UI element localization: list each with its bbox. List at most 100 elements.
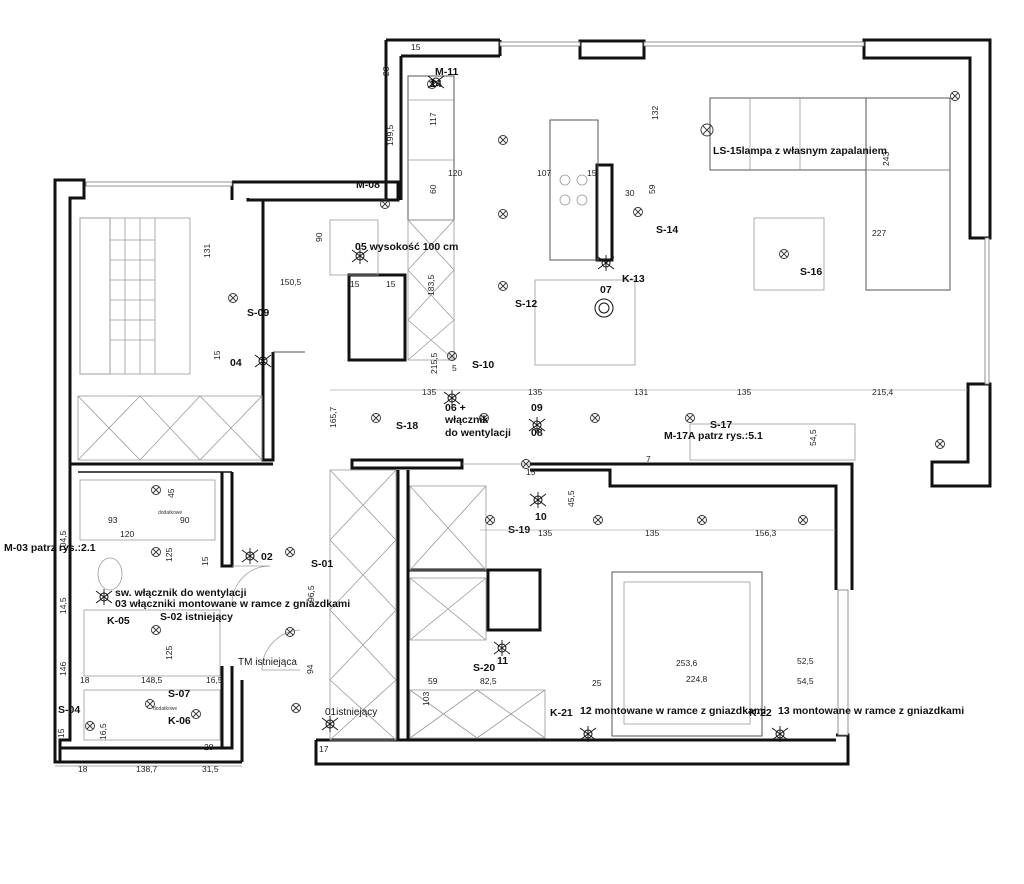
ceiling-light-icon: [151, 547, 161, 557]
wall-lower-left: [396, 470, 410, 742]
dim: 60: [428, 184, 438, 194]
hall-wardrobe: [329, 469, 397, 741]
bed-1-head: [79, 217, 111, 375]
bathtub: [83, 609, 221, 677]
label-k06: K-06: [168, 715, 191, 727]
wall-bath-right: [220, 472, 234, 568]
bed-1: [79, 217, 191, 375]
wall-top-right: [862, 38, 992, 240]
label-k21: K-21: [550, 707, 573, 719]
kitchen-lower-cabinets: [407, 219, 455, 361]
dim: 125: [164, 548, 174, 562]
wall-right-lower: [930, 382, 992, 488]
sofa-lines: [749, 98, 950, 171]
label-k13: K-13: [622, 273, 645, 285]
wall-mid-a: [350, 458, 464, 470]
label-11: 11: [497, 655, 508, 667]
sofa-back: [709, 97, 951, 171]
dim: 18: [80, 675, 90, 685]
window-top-a: [499, 41, 581, 47]
dim: 156,3: [755, 528, 777, 538]
bed-1-grid-h: [110, 239, 155, 341]
dim: 117: [428, 112, 438, 126]
dim: 54,5: [808, 429, 818, 446]
wardrobe-bed2-top-x: [409, 485, 487, 571]
dim: 138,7: [136, 764, 158, 774]
label-09: 09: [531, 402, 543, 414]
wardrobe-bed2-mid: [409, 577, 487, 641]
dim: 135: [737, 387, 751, 397]
ceiling-light-icon: [633, 207, 643, 217]
door-bath: [231, 565, 271, 605]
label-m03: M-03 patrz rys.:2.1: [4, 542, 96, 554]
wall-top-left: [232, 180, 400, 202]
wall-mid-b: [530, 462, 854, 590]
dim: 215,4: [872, 387, 894, 397]
dim: 135: [538, 528, 552, 538]
label-07: 07: [600, 284, 612, 296]
furniture: [77, 75, 951, 741]
toilet: [97, 557, 123, 591]
kitchen-tall-div: [408, 99, 454, 161]
sofa-chaise: [865, 97, 951, 291]
dim: 165,7: [328, 406, 338, 428]
dim: 5: [452, 363, 457, 373]
label-tm: TM istniejąca: [238, 657, 297, 668]
label-dodatkowe-a: dodatkowe: [158, 510, 182, 516]
hob-4: [576, 194, 588, 206]
switch-icon: [529, 492, 547, 508]
label-01: 01istniejący: [325, 707, 377, 718]
dim: 30: [625, 188, 635, 198]
ceiling-light-icon: [498, 135, 508, 145]
label-ls15: LS-15lampa z własnym zapalaniem: [713, 145, 887, 157]
wardrobe-bed2-top: [409, 485, 487, 571]
dimensions: 15 23 199,5 117 120 60 132 107 15 30 59 …: [55, 42, 968, 774]
dim: 23: [381, 66, 391, 76]
ceiling-light-icon: [498, 209, 508, 219]
windows: [85, 41, 990, 736]
label-14: 14: [430, 78, 442, 90]
bath-vanity: [79, 479, 216, 541]
label-02: 02: [261, 551, 273, 563]
switch-icon: [771, 726, 789, 742]
dim: 135: [528, 387, 542, 397]
switch-icon: [321, 716, 339, 732]
dim: 90: [180, 515, 190, 525]
ceiling-light-icon: [151, 625, 161, 635]
wall-mid-c: [530, 468, 838, 590]
window-right: [984, 237, 990, 385]
dim: 15: [200, 556, 210, 566]
switch-icon: [95, 589, 113, 605]
dim: 132: [650, 106, 660, 120]
ceiling-light-icon: [779, 249, 789, 259]
kitchen-tall-cabinets: [407, 75, 455, 221]
ceiling-light-icon: [485, 515, 495, 525]
walls: [53, 38, 992, 766]
label-s04: S-04: [58, 704, 80, 716]
ceiling-light-icon: [798, 515, 808, 525]
dim: 93: [108, 515, 118, 525]
dim: 131: [634, 387, 648, 397]
wall-bed-right: [261, 200, 275, 462]
label-m08: M-08: [356, 179, 380, 191]
dim: 82,5: [480, 676, 497, 686]
dim: 90: [314, 232, 324, 242]
label-s09: S-09: [247, 307, 269, 319]
coffee-table: [753, 217, 825, 291]
ceiling-light-icon: [590, 413, 600, 423]
label-10: 10: [535, 511, 547, 523]
label-s17: S-17: [710, 419, 732, 431]
dim: 54,5: [797, 676, 814, 686]
ceiling-light-icon: [285, 627, 295, 637]
switch-icon: [528, 417, 546, 433]
label-s20: S-20: [473, 662, 495, 674]
wall-hob-piece: [595, 163, 614, 262]
kitchen-island: [549, 119, 599, 261]
ceiling-light-icon: [685, 413, 695, 423]
ceiling-light-icon: [593, 515, 603, 525]
dim: 7: [646, 454, 651, 464]
dining-table: [534, 279, 636, 366]
window-top-b: [643, 41, 865, 47]
label-went: sw. włącznik do wentylacji: [115, 587, 247, 599]
